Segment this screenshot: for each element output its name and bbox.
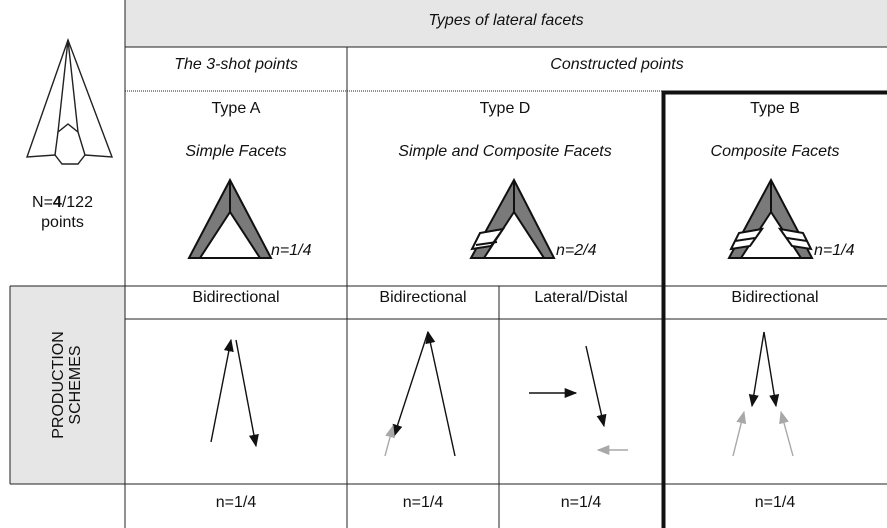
footer-count-d2: n=1/4: [560, 494, 602, 511]
scheme-d1-arrows: [384, 330, 456, 457]
sample-size: N=4/122 points: [32, 194, 93, 231]
type-a-title: Type A: [211, 100, 261, 117]
type-b-title: Type B: [750, 100, 800, 117]
type-d-count: n=2/4: [556, 242, 597, 259]
production-side-cell: [10, 286, 125, 484]
scheme-d1-label: Bidirectional: [379, 289, 467, 306]
type-b-subtitle: Composite Facets: [710, 143, 840, 160]
type-a-subtitle: Simple Facets: [185, 143, 287, 160]
group-constructed: Constructed points: [550, 56, 684, 73]
scheme-b-label: Bidirectional: [731, 289, 819, 306]
point-outline-icon: [25, 37, 114, 165]
group-three-shot: The 3-shot points: [174, 56, 298, 73]
footer-count-d1: n=1/4: [402, 494, 444, 511]
footer-count-b: n=1/4: [754, 494, 796, 511]
type-b-facet-icon: [727, 177, 814, 259]
scheme-d2-arrows: [529, 345, 628, 456]
header-title: Types of lateral facets: [428, 12, 584, 29]
type-d-facet-icon: [469, 177, 556, 259]
scheme-d2-label: Lateral/Distal: [534, 289, 628, 306]
scheme-a-label: Bidirectional: [192, 289, 280, 306]
header-title-cell: [125, 0, 887, 47]
type-d-title: Type D: [479, 100, 531, 117]
grid-lines: [9, 0, 887, 528]
type-d-subtitle: Simple and Composite Facets: [398, 143, 612, 160]
scheme-b-arrows: [732, 331, 794, 457]
scheme-a-arrows: [210, 338, 259, 448]
type-a-facet-icon: [187, 177, 273, 259]
type-b-count: n=1/4: [814, 242, 855, 259]
type-a-count: n=1/4: [271, 242, 312, 259]
footer-count-a: n=1/4: [215, 494, 257, 511]
